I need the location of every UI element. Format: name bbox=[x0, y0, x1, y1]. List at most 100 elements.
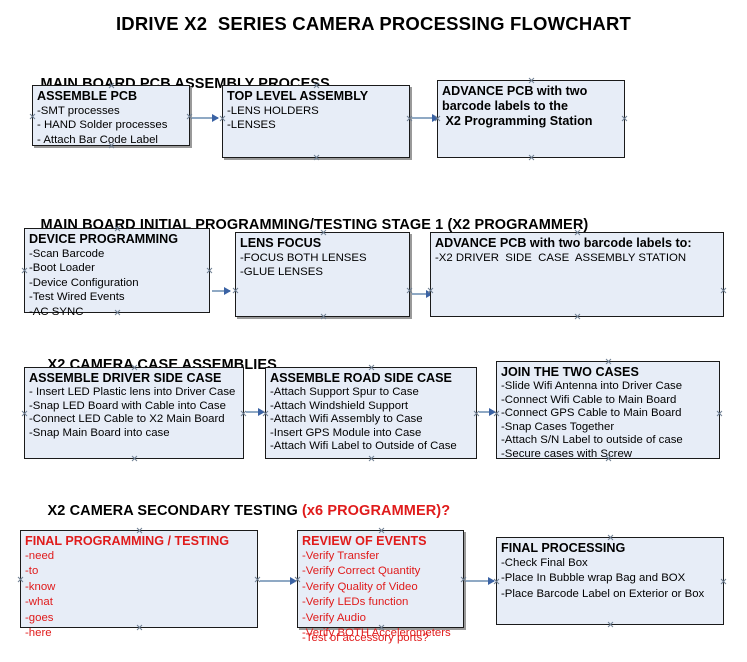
connection-handle-top[interactable] bbox=[605, 358, 612, 365]
box-line: -Connect GPS Cable to Main Board bbox=[501, 407, 682, 420]
connection-handle-top[interactable] bbox=[313, 82, 320, 89]
box-overflow-line: -Test of accessory ports? bbox=[302, 632, 429, 644]
box-line: -AC SYNC bbox=[29, 305, 84, 318]
box-line: -Snap Cases Together bbox=[501, 420, 615, 433]
connection-handle-bottom[interactable] bbox=[605, 455, 612, 462]
box-line: -Boot Loader bbox=[29, 262, 95, 275]
connection-handle-right[interactable] bbox=[621, 115, 628, 122]
connection-handle-bottom[interactable] bbox=[313, 154, 320, 161]
connection-handle-left[interactable] bbox=[493, 578, 500, 585]
box-line: -Attach S/N Label to outside of case bbox=[501, 434, 683, 447]
connection-handle-left[interactable] bbox=[493, 410, 500, 417]
box-line: -Check Final Box bbox=[501, 557, 588, 569]
box-title: FINAL PROGRAMMING / TESTING bbox=[25, 534, 230, 548]
box-line: - Insert LED Plastic lens into Driver Ca… bbox=[29, 386, 236, 398]
connection-handle-top[interactable] bbox=[528, 77, 535, 84]
connection-handle-left[interactable] bbox=[17, 576, 24, 583]
connection-handle-left[interactable] bbox=[29, 113, 36, 120]
box-title: TOP LEVEL ASSEMBLY bbox=[227, 89, 369, 103]
box-title: DEVICE PROGRAMMING bbox=[29, 232, 179, 246]
connection-handle-top[interactable] bbox=[378, 527, 385, 534]
connection-handle-top[interactable] bbox=[368, 364, 375, 371]
connection-handle-right[interactable] bbox=[716, 410, 723, 417]
box-line: -need bbox=[25, 550, 55, 562]
box-line: -to bbox=[25, 565, 39, 578]
box-line: -Verify Quality of Video bbox=[302, 580, 418, 593]
box-line: -X2 DRIVER SIDE CASE ASSEMBLY STATION bbox=[435, 252, 687, 264]
connection-handle-right[interactable] bbox=[720, 287, 727, 294]
connection-handle-left[interactable] bbox=[21, 410, 28, 417]
connection-handle-bottom[interactable] bbox=[607, 621, 614, 628]
connection-handle-bottom[interactable] bbox=[108, 142, 115, 149]
box-line: -Slide Wifi Antenna into Driver Case bbox=[501, 380, 683, 392]
connection-handle-top[interactable] bbox=[320, 229, 327, 236]
connector-final-programming-to-review-of-events bbox=[260, 577, 297, 585]
connection-handle-top[interactable] bbox=[108, 82, 115, 89]
connection-handle-left[interactable] bbox=[294, 576, 301, 583]
box-line: -Attach Wifi Label to Outside of Case bbox=[270, 440, 457, 453]
process-box-lens-focus[interactable]: LENS FOCUS -FOCUS BOTH LENSES -GLUE LENS… bbox=[235, 232, 410, 317]
connector-review-of-events-to-final-processing bbox=[466, 577, 495, 585]
process-box-assemble-road-side-case[interactable]: ASSEMBLE ROAD SIDE CASE -Attach Support … bbox=[265, 367, 477, 459]
connection-handle-bottom[interactable] bbox=[368, 455, 375, 462]
box-title: JOIN THE TWO CASES bbox=[501, 365, 639, 379]
connection-handle-bottom[interactable] bbox=[114, 309, 121, 316]
box-line: -Test Wired Events bbox=[29, 291, 125, 304]
connection-handle-bottom[interactable] bbox=[574, 313, 581, 320]
process-box-final-processing[interactable]: FINAL PROCESSING -Check Final Box -Place… bbox=[496, 537, 724, 625]
box-line: -Connect LED Cable to X2 Main Board bbox=[29, 413, 225, 426]
section-heading-text: X2 CAMERA SECONDARY TESTING bbox=[47, 503, 302, 519]
connection-handle-left[interactable] bbox=[434, 115, 441, 122]
box-line: -SMT processes bbox=[37, 105, 120, 117]
box-title: REVIEW OF EVENTS bbox=[302, 534, 427, 548]
box-line: barcode labels to the bbox=[442, 99, 568, 113]
box-line: -Attach Wifi Assembly to Case bbox=[270, 413, 423, 426]
process-box-top-level-assembly[interactable]: TOP LEVEL ASSEMBLY -LENS HOLDERS -LENSES bbox=[222, 85, 410, 158]
process-box-review-of-events[interactable]: REVIEW OF EVENTS -Verify Transfer -Verif… bbox=[294, 527, 464, 644]
box-line: -Connect Wifi Cable to Main Board bbox=[501, 393, 677, 406]
box-line: -Verify Transfer bbox=[302, 550, 380, 562]
connection-handle-right[interactable] bbox=[720, 578, 727, 585]
connection-handle-left[interactable] bbox=[21, 267, 28, 274]
process-box-assemble-driver-side-case[interactable]: ASSEMBLE DRIVER SIDE CASE - Insert LED P… bbox=[24, 367, 244, 459]
box-line: -Scan Barcode bbox=[29, 248, 105, 260]
process-box-advance-pcb-to-x2-programming-station[interactable]: ADVANCE PCB with two barcode labels to t… bbox=[437, 80, 625, 158]
box-line: -Secure cases with Screw bbox=[501, 447, 633, 460]
box-line: -Place In Bubble wrap Bag and BOX bbox=[501, 572, 686, 585]
connection-handle-left[interactable] bbox=[232, 287, 239, 294]
box-line: -here bbox=[25, 627, 52, 640]
box-line: X2 Programming Station bbox=[442, 114, 593, 128]
connection-handle-top[interactable] bbox=[607, 534, 614, 541]
process-box-assemble-pcb[interactable]: ASSEMBLE PCB -SMT processes - HAND Solde… bbox=[32, 85, 190, 146]
box-line: -Attach Support Spur to Case bbox=[270, 386, 419, 398]
connection-handle-bottom[interactable] bbox=[378, 624, 385, 631]
box-line: -FOCUS BOTH LENSES bbox=[240, 252, 367, 264]
connection-handle-top[interactable] bbox=[131, 364, 138, 371]
process-box-final-programming-testing[interactable]: FINAL PROGRAMMING / TESTING -need -to -k… bbox=[17, 527, 258, 639]
connector-assemble-pcb-to-top-level-assembly bbox=[192, 114, 219, 122]
connection-handle-right[interactable] bbox=[206, 267, 213, 274]
connection-handle-bottom[interactable] bbox=[320, 313, 327, 320]
connection-handle-bottom[interactable] bbox=[136, 624, 143, 631]
box-line: - HAND Solder processes bbox=[37, 119, 168, 132]
connection-handle-bottom[interactable] bbox=[528, 154, 535, 161]
box-title: FINAL PROCESSING bbox=[501, 541, 626, 555]
connection-handle-top[interactable] bbox=[136, 527, 143, 534]
connector-lens-focus-to-advance-pcb-driver-side bbox=[412, 290, 433, 298]
page-title: IDRIVE X2 SERIES CAMERA PROCESSING FLOWC… bbox=[115, 13, 632, 34]
connection-handle-left[interactable] bbox=[427, 287, 434, 294]
process-box-join-the-two-cases[interactable]: JOIN THE TWO CASES -Slide Wifi Antenna i… bbox=[493, 358, 723, 462]
box-title: ASSEMBLE PCB bbox=[37, 89, 138, 103]
process-box-advance-pcb-to-driver-side-case-assembly[interactable]: ADVANCE PCB with two barcode labels to: … bbox=[430, 232, 724, 317]
connection-handle-left[interactable] bbox=[219, 115, 226, 122]
connection-handle-top[interactable] bbox=[114, 225, 121, 232]
box-title: ADVANCE PCB with two bbox=[442, 84, 588, 98]
connection-handle-bottom[interactable] bbox=[131, 455, 138, 462]
connection-handle-left[interactable] bbox=[262, 410, 269, 417]
process-box-device-programming[interactable]: DEVICE PROGRAMMING -Scan Barcode -Boot L… bbox=[21, 225, 213, 318]
box-title: ADVANCE PCB with two barcode labels to: bbox=[435, 236, 692, 250]
box-title: LENS FOCUS bbox=[240, 236, 322, 250]
connector-device-programming-to-lens-focus bbox=[212, 287, 231, 295]
connection-handle-top[interactable] bbox=[574, 229, 581, 236]
